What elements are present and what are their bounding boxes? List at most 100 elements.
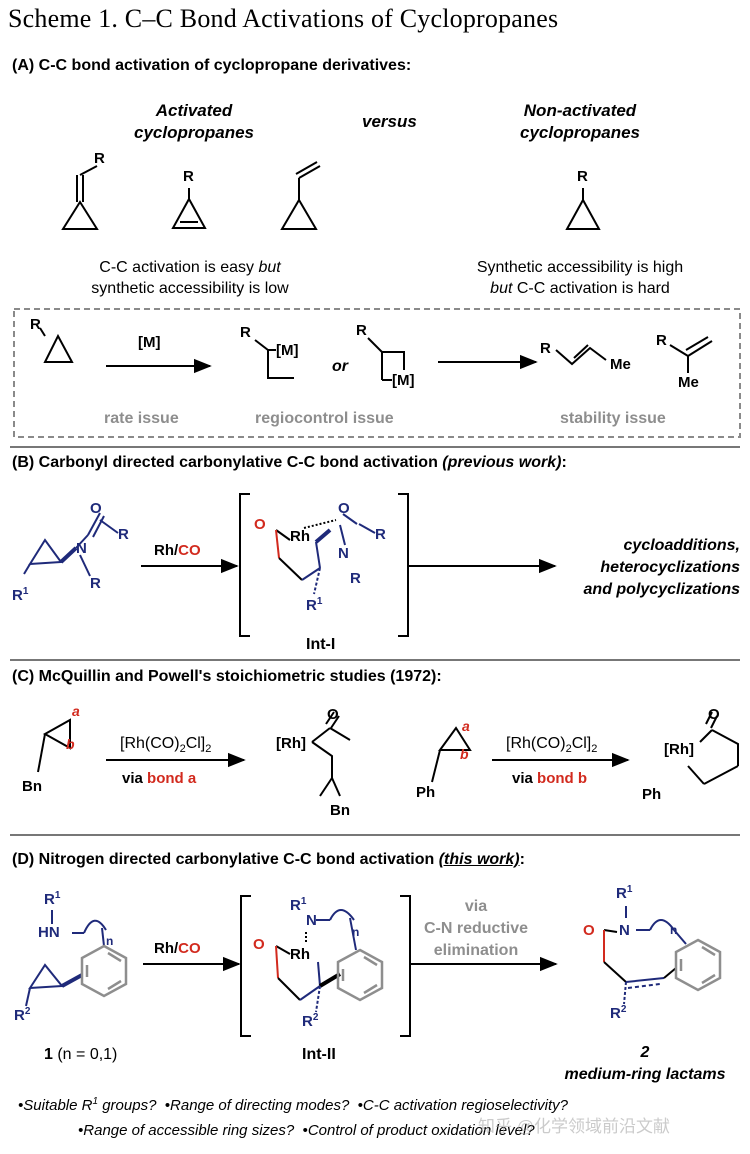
question-directing-modes: Range of directing modes?: [170, 1097, 350, 1114]
compound-1-number: 1: [44, 1046, 53, 1063]
reagent-1-sub2: 2: [205, 743, 212, 756]
metal-label-1: [M]: [138, 334, 161, 351]
questions-line-2: •Range of accessible ring sizes? •Contro…: [78, 1122, 535, 1139]
int-ii-r2-r: R: [302, 1013, 313, 1030]
r-label-3: R: [577, 168, 588, 185]
section-d-header-colon: :: [519, 851, 525, 868]
int-i-r1-label: R1: [306, 596, 322, 614]
me-label-2: Me: [678, 374, 699, 391]
bn-cyclopropane: [37, 718, 71, 773]
benzene-ring-3: [674, 938, 722, 992]
left-note-text: C-C activation is easy: [99, 259, 259, 276]
scheme-title: Scheme 1. C–C Bond Activations of Cyclop…: [8, 4, 559, 33]
watermark: 知乎 @化学领域前沿文献: [478, 1117, 670, 1136]
rh-co-label-d: Rh/CO: [154, 940, 201, 957]
separator-1: [10, 446, 740, 448]
ph-cyclopropane: [431, 726, 472, 783]
right-accessibility-note: Synthetic accessibility is high but C-C …: [445, 257, 715, 299]
questions-line-1: •Suitable R1 groups? •Range of directing…: [18, 1096, 568, 1114]
int-i-o2-label: O: [338, 500, 350, 517]
metal-label-3: [M]: [392, 372, 415, 389]
or-label: or: [332, 358, 348, 375]
right-note-line1: Synthetic accessibility is high: [476, 259, 684, 276]
product-heterocyclizations: heterocyclizations: [600, 559, 740, 576]
r-label-7: R: [540, 340, 551, 357]
d-r2-sup-1: 2: [24, 1006, 31, 1017]
rh-reagent-2: [Rh(CO)2Cl]2: [506, 735, 597, 755]
n-subscript-2: n: [352, 925, 360, 939]
lactam-r2-label: R2: [610, 1004, 626, 1022]
int-ii-label: Int-II: [302, 1046, 336, 1063]
rh-text-d: Rh: [154, 940, 174, 957]
reagent-2-sub: 2: [565, 743, 572, 756]
reductive-elimination-label: via C-N reductive elimination: [410, 896, 542, 962]
rh-label-c2: [Rh]: [664, 741, 694, 758]
bond-b-label-1: b: [66, 736, 75, 752]
slash-text-d: /: [174, 940, 179, 957]
right-note-but: but: [490, 280, 513, 297]
left-note-line2: synthetic accessibility is low: [91, 280, 289, 297]
int-ii-rh-label: Rh: [290, 946, 310, 963]
bond-b-label-2: b: [460, 746, 469, 762]
left-note-but: but: [258, 259, 281, 276]
reagent-2-sub2: 2: [591, 743, 598, 756]
separator-2: [10, 659, 740, 661]
rh-co-label-b: Rh/CO: [154, 542, 201, 559]
hn-label: HN: [38, 924, 60, 941]
bond-b-text: bond b: [537, 770, 588, 787]
int-ii-r2-label: R2: [302, 1012, 318, 1030]
activated-label-line1: Activated: [155, 101, 233, 120]
separator-3: [10, 834, 740, 836]
me-label-1: Me: [610, 356, 631, 373]
rate-issue-label: rate issue: [104, 410, 179, 427]
bond-a-text: bond a: [147, 770, 197, 787]
int-i-ring: [275, 513, 376, 595]
reagent-1-a: [Rh(CO): [120, 735, 180, 752]
r-label-4: R: [30, 316, 41, 333]
d-r2-r-1: R: [14, 1007, 25, 1024]
int-i-r-label-2: R: [350, 570, 361, 587]
vinylcyclopropane: [280, 161, 321, 230]
benzene-ring-1: [80, 944, 128, 998]
lactam-r1-sup: 1: [626, 884, 633, 895]
reagent-2-b: Cl]: [571, 735, 592, 752]
o-label-c2: O: [708, 706, 720, 723]
bond-a-label-1: a: [72, 703, 80, 719]
lactam-r1-label: R1: [616, 884, 632, 902]
b-r-label: R: [118, 526, 129, 543]
r-label-1: R: [94, 150, 105, 167]
co-text-d: CO: [178, 940, 201, 957]
int-i-r1-sup: 1: [316, 596, 323, 607]
r-label-6: R: [356, 322, 367, 339]
lactam-r1-r: R: [616, 885, 627, 902]
int-ii-r1-sup: 1: [300, 896, 307, 907]
ph-label-1: Ph: [416, 784, 436, 801]
bn-label-1: Bn: [22, 778, 42, 795]
nonactivated-label-line2: cyclopropanes: [520, 123, 640, 142]
question-regioselectivity: C-C activation regioselectivity?: [362, 1097, 568, 1114]
n-subscript-3: n: [670, 923, 678, 937]
methylenecyclopropane: [61, 165, 99, 230]
b-r1-sup: 1: [22, 586, 29, 597]
reactant-1-chain: [25, 910, 107, 1007]
section-b-header-text: (B) Carbonyl directed carbonylative C-C …: [12, 454, 443, 471]
activated-label-line2: cyclopropanes: [134, 123, 254, 142]
via-bond-a: via bond a: [122, 770, 196, 787]
rh-ketone-1: [311, 711, 351, 797]
via-bond-b: via bond b: [512, 770, 587, 787]
metal-label-2: [M]: [276, 342, 299, 359]
int-ii-ring: [275, 909, 357, 1013]
slash-text-b: /: [174, 542, 179, 559]
int-i-rh-label: Rh: [290, 528, 310, 545]
activated-label: Activated cyclopropanes: [104, 100, 284, 144]
int-ii-n-label: N: [306, 912, 317, 929]
reagent-2-a: [Rh(CO): [506, 735, 566, 752]
r-label-2: R: [183, 168, 194, 185]
left-accessibility-note: C-C activation is easy but synthetic acc…: [60, 257, 320, 299]
bn-label-2: Bn: [330, 802, 350, 819]
section-b-header-previous: (previous work): [442, 454, 562, 471]
int-ii-r2-sup: 2: [312, 1012, 319, 1023]
b-n-label: N: [76, 540, 87, 557]
alkylcyclopropane: [565, 188, 601, 230]
regiocontrol-issue-label: regiocontrol issue: [255, 410, 394, 427]
